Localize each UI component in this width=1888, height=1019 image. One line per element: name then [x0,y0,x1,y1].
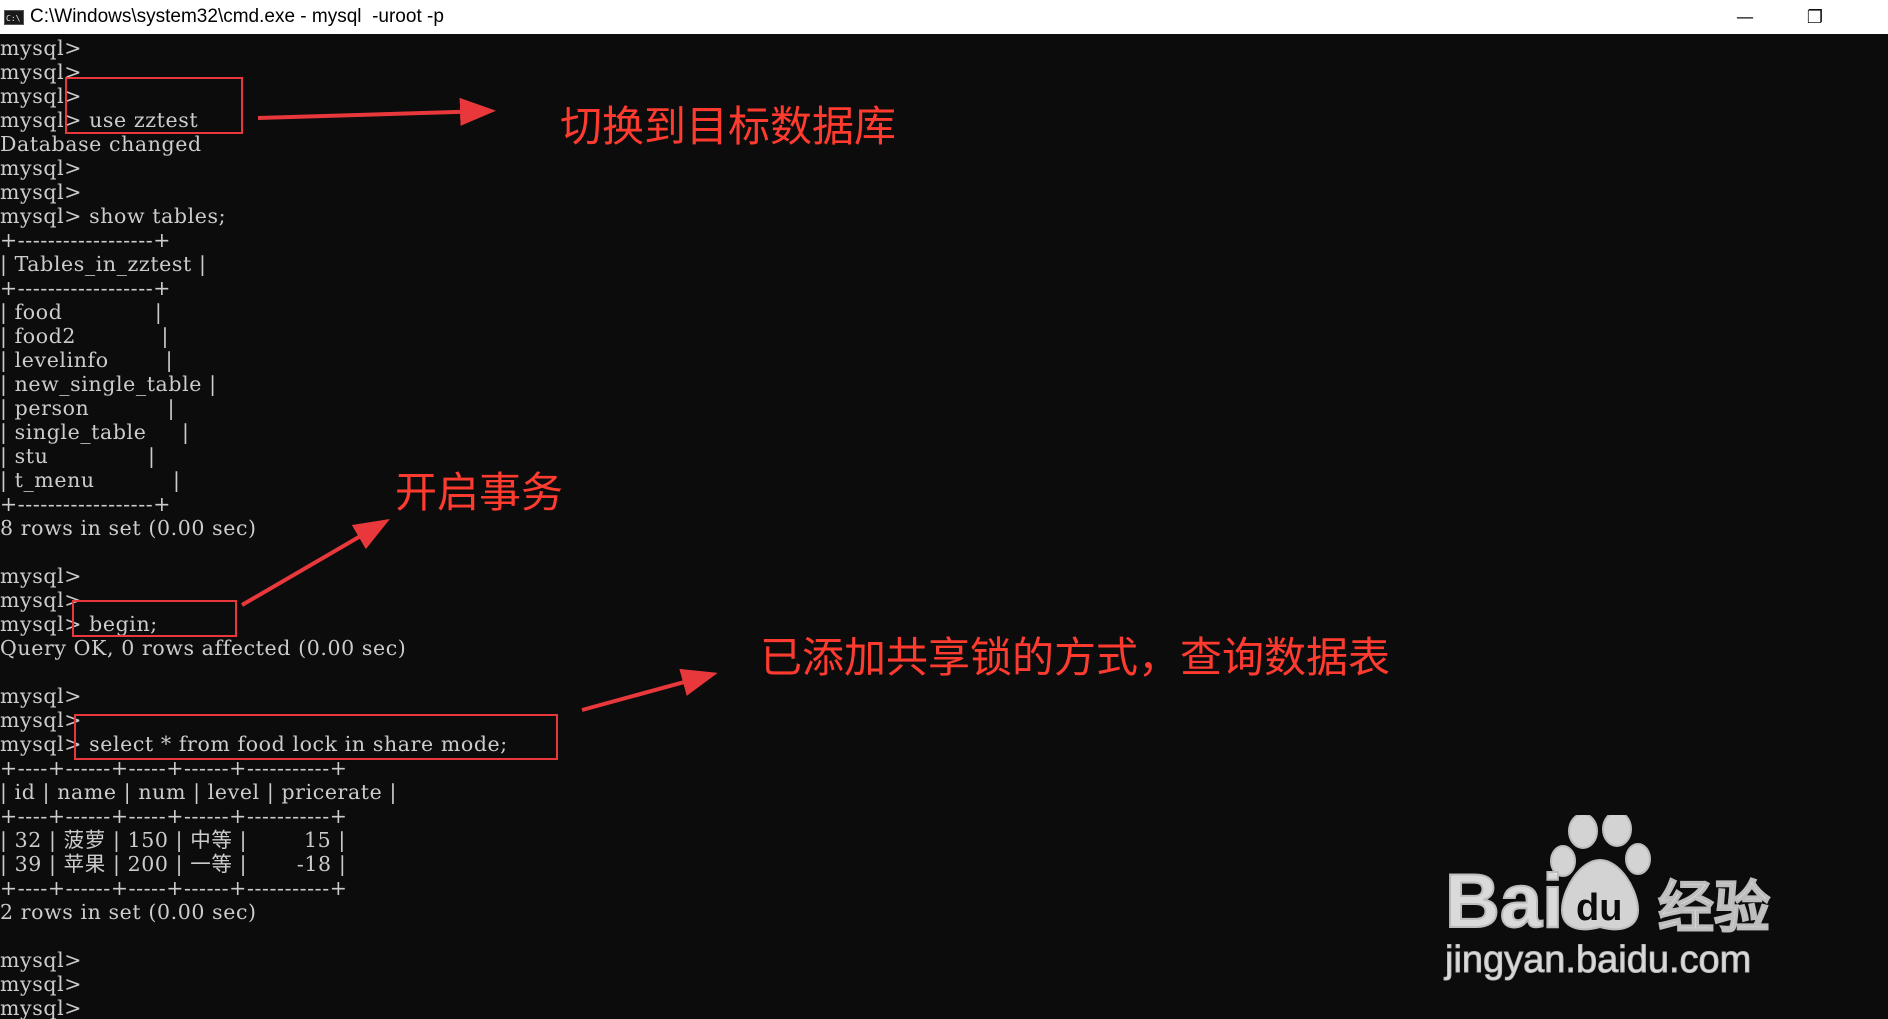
begin-command-highlight-box [72,600,237,637]
watermark-brand-cn: 经验 [1658,876,1770,941]
watermark-brand-du: du [1576,887,1622,929]
minimize-icon: — [1736,6,1754,28]
select-command-highlight-box [74,714,558,760]
console-line: mysql> [0,60,82,84]
restore-icon: ❐ [1806,6,1824,28]
console-line: +----+------+-----+------+-----------+ [0,876,348,900]
console-line: mysql> [0,996,82,1019]
console-line: | single_table | [0,420,190,444]
console-line: mysql> [0,588,82,612]
window-title: C:\Windows\system32\cmd.exe - mysql -uro… [30,6,444,27]
console-line: | 32 | 菠萝 | 150 | 中等 | 15 | [0,828,346,852]
console-line: mysql> select * from food lock in share … [0,732,508,756]
console-line: | id | name | num | level | pricerate | [0,780,397,804]
console-line: | Tables_in_zztest | [0,252,207,276]
console-line: Database changed [0,132,202,156]
console-line: mysql> [0,156,82,180]
minimize-button[interactable]: — [1710,0,1780,34]
console-line: | food | [0,300,163,324]
console-line: +----+------+-----+------+-----------+ [0,756,348,780]
console-line: mysql> [0,36,82,60]
console-line: +------------------+ [0,492,172,516]
annotation-begin-transaction: 开启事务 [395,468,564,517]
baidu-jingyan-watermark: Bai du 经验 jingyan.baidu.com [1440,811,1800,985]
console-line: +----+------+-----+------+-----------+ [0,804,348,828]
console-line: +------------------+ [0,276,172,300]
console-line: mysql> [0,948,82,972]
annotation-switch-db: 切换到目标数据库 [560,102,897,151]
console-line: | food2 | [0,324,169,348]
console-line: mysql> [0,84,82,108]
console-line: +------------------+ [0,228,172,252]
console-line: | levelinfo | [0,348,174,372]
console-line: mysql> begin; [0,612,158,636]
console-line: | 39 | 苹果 | 200 | 一等 | -18 | [0,852,347,876]
annotation-share-lock-query: 已添加共享锁的方式，查询数据表 [760,633,1391,682]
restore-button[interactable]: ❐ [1780,0,1850,34]
console-line: mysql> show tables; [0,204,227,228]
console-line: mysql> [0,972,82,996]
console-line: mysql> [0,684,82,708]
use-command-highlight-box [65,77,243,134]
baidu-paw-logo: Bai du 经验 jingyan.baidu.com [1444,811,1771,982]
console-line: mysql> [0,564,82,588]
console-line: mysql> [0,708,82,732]
console-line: Query OK, 0 rows affected (0.00 sec) [0,636,407,660]
watermark-url: jingyan.baidu.com [1444,939,1751,981]
console-line: | person | [0,396,176,420]
console-line: 2 rows in set (0.00 sec) [0,900,257,924]
console-line: mysql> use zztest [0,108,199,132]
watermark-brand: Bai [1445,859,1563,944]
console-line: | new_single_table | [0,372,217,396]
cmd-app-icon: C:\ [4,9,24,25]
title-bar[interactable]: C:\ C:\Windows\system32\cmd.exe - mysql … [0,0,1888,34]
console-line: | t_menu | [0,468,181,492]
console-line: mysql> [0,180,82,204]
console-line: | stu | [0,444,156,468]
console-line: 8 rows in set (0.00 sec) [0,516,257,540]
